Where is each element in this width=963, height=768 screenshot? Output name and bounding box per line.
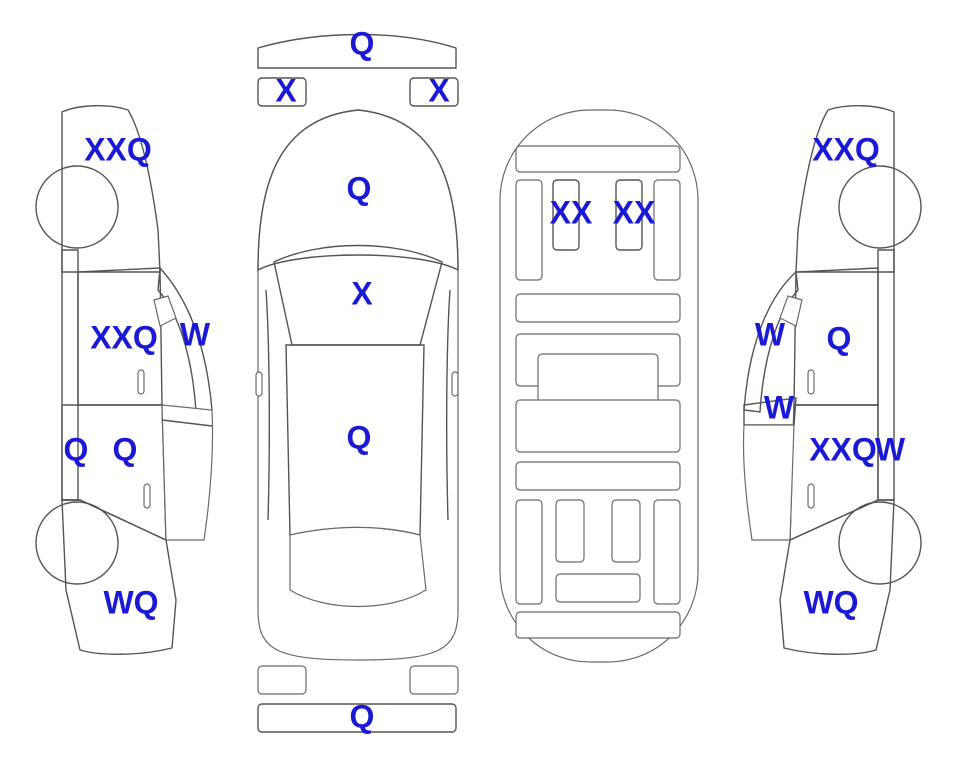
label-right-door-upper: Q xyxy=(827,320,852,356)
label-right-door-glass: XXQ xyxy=(809,431,877,467)
interior-bar-2[interactable] xyxy=(515,461,681,491)
label-windshield: X xyxy=(351,275,373,311)
windshield[interactable] xyxy=(273,244,443,346)
top-right-side-line xyxy=(445,289,451,521)
left-rear-body[interactable] xyxy=(61,499,177,655)
left-mirror[interactable] xyxy=(153,295,177,327)
interior-right-panel[interactable] xyxy=(653,179,681,281)
left-side-view xyxy=(35,105,214,655)
interior-rear-floor[interactable] xyxy=(515,399,681,453)
taillight-right[interactable] xyxy=(409,665,459,695)
label-left-door-glass: XXQ xyxy=(90,319,158,355)
label-right-door-w: W xyxy=(875,431,906,467)
interior-seat-right[interactable] xyxy=(615,179,643,251)
rear-bumper[interactable] xyxy=(257,703,457,733)
right-front-wheel[interactable] xyxy=(838,165,922,249)
interior-rear-left-panel[interactable] xyxy=(515,499,543,605)
interior-view xyxy=(499,109,699,663)
rear-window[interactable] xyxy=(289,526,427,608)
right-front-handle[interactable] xyxy=(807,369,815,395)
label-left-door-a: Q xyxy=(64,431,89,467)
left-front-panel[interactable] xyxy=(61,105,161,273)
hood[interactable] xyxy=(257,109,459,272)
right-rear-handle[interactable] xyxy=(807,483,815,509)
interior-trunk[interactable] xyxy=(515,611,681,639)
damage-labels: Q X X Q X Q Q XX XX XXQ XXQ W Q Q WQ XXQ… xyxy=(64,25,906,734)
left-rear-white xyxy=(161,404,214,541)
label-rear-bumper: Q xyxy=(350,698,375,734)
interior-dash[interactable] xyxy=(515,145,681,173)
front-bumper[interactable] xyxy=(257,33,457,69)
label-headlight-right: X xyxy=(428,72,450,108)
label-roof: Q xyxy=(347,419,372,455)
label-left-pillar: W xyxy=(180,316,211,352)
top-left-side-line xyxy=(265,289,271,521)
label-left-rear: WQ xyxy=(103,584,158,620)
right-rear-wheel[interactable] xyxy=(838,501,922,585)
right-mirror[interactable] xyxy=(779,295,803,327)
left-front-handle[interactable] xyxy=(137,369,145,395)
label-front-bumper: Q xyxy=(350,25,375,61)
label-interior-right: XX xyxy=(613,194,656,230)
interior-bar-1[interactable] xyxy=(515,293,681,323)
left-door-line xyxy=(161,419,213,427)
left-rear-wheel[interactable] xyxy=(35,501,119,585)
left-front-wheel[interactable] xyxy=(35,165,119,249)
label-interior-left: XX xyxy=(550,194,593,230)
label-hood: Q xyxy=(347,170,372,206)
interior-rear-seat-right[interactable] xyxy=(611,499,641,563)
label-right-pillar: W xyxy=(755,316,786,352)
interior-rear-right-panel[interactable] xyxy=(653,499,681,605)
right-rear-white xyxy=(742,424,795,541)
interior-rear-seat-left[interactable] xyxy=(555,499,585,563)
label-headlight-left: X xyxy=(275,72,297,108)
top-view xyxy=(255,33,459,733)
top-left-mirror xyxy=(255,371,263,397)
right-rear-body[interactable] xyxy=(779,499,895,655)
interior-rear-shelf[interactable] xyxy=(555,573,641,603)
headlight-right[interactable] xyxy=(409,77,459,107)
label-left-front-glass: XXQ xyxy=(84,131,152,167)
headlight-left[interactable] xyxy=(257,77,307,107)
right-front-panel[interactable] xyxy=(795,105,895,273)
taillight-left[interactable] xyxy=(257,665,307,695)
top-right-mirror xyxy=(451,371,459,397)
label-left-door-b: Q xyxy=(113,431,138,467)
interior-seat-left[interactable] xyxy=(552,179,580,251)
interior-left-panel[interactable] xyxy=(515,179,543,281)
left-rear-handle[interactable] xyxy=(143,483,151,509)
label-right-pillar-lower: W xyxy=(764,389,795,425)
label-right-front-glass: XXQ xyxy=(812,131,880,167)
right-side-view xyxy=(742,105,922,655)
label-right-rear: WQ xyxy=(803,584,858,620)
